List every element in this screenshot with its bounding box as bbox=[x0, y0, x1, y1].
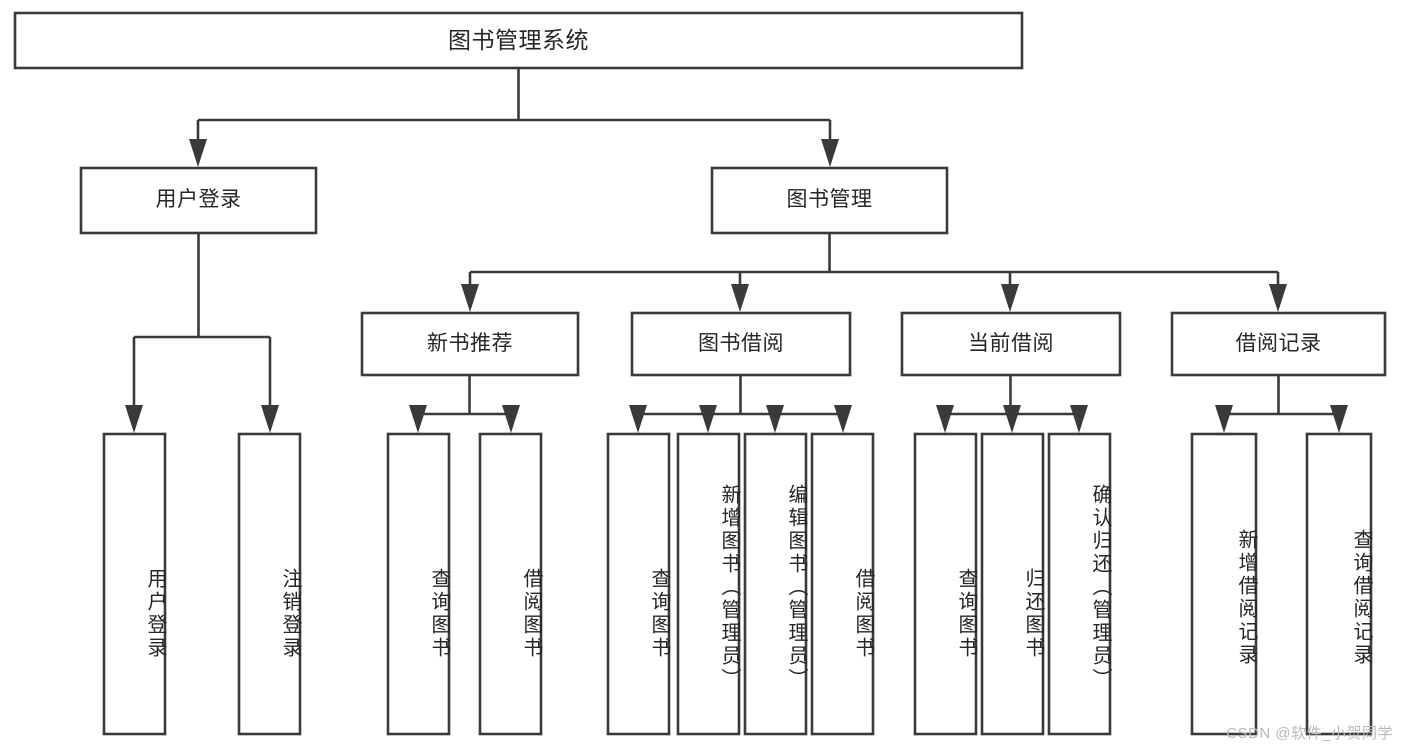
node-box-book-borrow[interactable] bbox=[630, 311, 852, 377]
arrowhead-icon-book-borrow bbox=[731, 284, 749, 312]
node-box-query-book-2[interactable] bbox=[606, 432, 671, 736]
arrowhead-icon-add-book-admin bbox=[699, 405, 717, 433]
arrowhead-icon-borrow-book-2 bbox=[834, 405, 852, 433]
arrowhead-icon-user-login bbox=[189, 139, 207, 167]
arrowhead-icon-edit-book-admin bbox=[766, 405, 784, 433]
arrowhead-icon-confirm-return-admin bbox=[1070, 405, 1088, 433]
arrowhead-icon-current-borrow bbox=[1001, 284, 1019, 312]
node-box-query-book-1[interactable] bbox=[386, 432, 451, 736]
arrowhead-icon-borrow-book-1 bbox=[502, 405, 520, 433]
node-box-add-borrow-record[interactable] bbox=[1190, 432, 1258, 736]
node-box-borrow-book-1[interactable] bbox=[478, 432, 543, 736]
arrowhead-icon-query-book-2 bbox=[629, 405, 647, 433]
node-box-book-management[interactable] bbox=[710, 166, 949, 235]
node-box-borrow-record[interactable] bbox=[1170, 311, 1387, 377]
arrowhead-icon-book-management bbox=[821, 139, 839, 167]
arrowhead-icon-return-book bbox=[1003, 405, 1021, 433]
csdn-watermark: CSDN @软件_小贺同学 bbox=[1226, 725, 1393, 742]
node-box-add-book-admin[interactable] bbox=[676, 432, 741, 736]
node-box-root[interactable] bbox=[13, 11, 1024, 70]
arrowhead-icon-query-book-3 bbox=[936, 405, 954, 433]
arrowhead-icon-new-book-recommend bbox=[461, 284, 479, 312]
arrowhead-icon-add-borrow-record bbox=[1215, 405, 1233, 433]
connector-arrowheads bbox=[125, 139, 1348, 433]
node-box-query-book-3[interactable] bbox=[913, 432, 978, 736]
node-box-return-book[interactable] bbox=[980, 432, 1045, 736]
node-box-edit-book-admin[interactable] bbox=[743, 432, 808, 736]
node-boxes bbox=[13, 11, 1387, 736]
node-box-new-book-recommend[interactable] bbox=[360, 311, 580, 377]
node-box-user-logout[interactable] bbox=[237, 432, 302, 736]
arrowhead-icon-borrow-record bbox=[1269, 284, 1287, 312]
node-box-current-borrow[interactable] bbox=[900, 311, 1122, 377]
node-box-user-login[interactable] bbox=[79, 166, 318, 235]
node-box-user-login-do[interactable] bbox=[102, 432, 167, 736]
node-box-borrow-book-2[interactable] bbox=[810, 432, 875, 736]
arrowhead-icon-query-borrow-record bbox=[1330, 405, 1348, 433]
arrowhead-icon-query-book-1 bbox=[409, 405, 427, 433]
node-box-query-borrow-record[interactable] bbox=[1305, 432, 1373, 736]
node-box-confirm-return-admin[interactable] bbox=[1047, 432, 1112, 736]
arrowhead-icon-user-logout bbox=[261, 405, 279, 433]
arrowhead-icon-user-login-do bbox=[125, 405, 143, 433]
